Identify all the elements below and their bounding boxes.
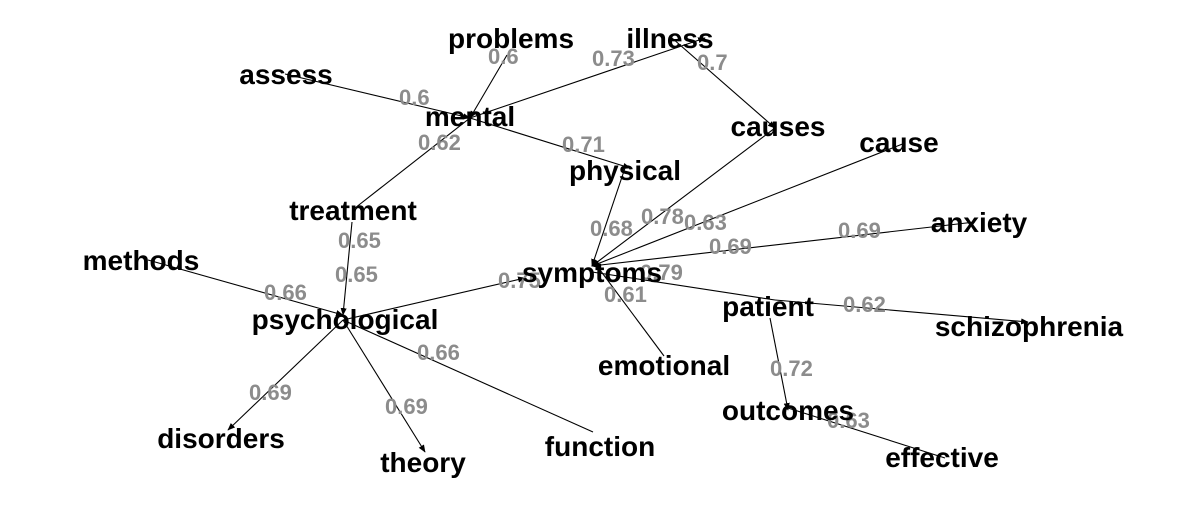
node-assess: assess — [239, 59, 332, 90]
edge-weight-label: 0.69 — [709, 234, 752, 259]
edge-weight-label: 0.65 — [338, 228, 381, 253]
node-emotional: emotional — [598, 350, 730, 381]
edge-weight-label: 0.72 — [770, 356, 813, 381]
edge-weight-label: 0.69 — [385, 394, 428, 419]
node-physical: physical — [569, 155, 681, 186]
node-outcomes: outcomes — [722, 395, 854, 426]
edge-psychological-theory — [342, 319, 426, 453]
node-treatment: treatment — [289, 195, 417, 226]
edge-weight-label: 0.71 — [562, 132, 605, 157]
edge-physical-symptoms — [591, 167, 626, 267]
node-problems: problems — [448, 23, 574, 54]
node-causes: causes — [731, 111, 826, 142]
edge-mental-physical — [469, 117, 631, 169]
edge-weight-label: 0.66 — [264, 280, 307, 305]
node-theory: theory — [380, 447, 466, 478]
edge-psychological-symptoms — [342, 276, 526, 321]
edge-weight-label: 0.62 — [843, 292, 886, 317]
edge-assess-mental — [284, 73, 471, 120]
edge-weight-label: 0.6 — [488, 44, 519, 69]
edge-weight-label: 0.79 — [640, 260, 683, 285]
edge-methods-psychological — [147, 259, 344, 317]
edge-weight-label: 0.73 — [592, 46, 635, 71]
edge-mental-illness — [469, 37, 706, 119]
node-patient: patient — [722, 291, 814, 322]
edge-weight-label: 0.75 — [498, 268, 541, 293]
node-labels: problems illness assess mental causes ca… — [83, 23, 1124, 478]
node-illness: illness — [626, 23, 713, 54]
node-function: function — [545, 431, 655, 462]
edge-mental-treatment — [354, 117, 471, 209]
edge-outcomes-effective — [787, 407, 946, 459]
node-effective: effective — [885, 442, 999, 473]
edge-weight-label: 0.61 — [604, 282, 647, 307]
edge-weight-label: 0.68 — [590, 216, 633, 241]
node-mental: mental — [425, 101, 515, 132]
edge-weight-label: 0.6 — [399, 85, 430, 110]
edge-weight-label: 0.65 — [335, 262, 378, 287]
edge-weight-label: 0.63 — [684, 210, 727, 235]
edge-patient-outcomes — [769, 317, 790, 411]
edge-weight-label: 0.66 — [417, 340, 460, 365]
edge-weight-label: 0.69 — [249, 380, 292, 405]
edge-symptoms-patient — [591, 271, 776, 301]
edge-psychological-disorders — [227, 319, 344, 431]
edge-anxiety-symptoms — [591, 221, 976, 269]
node-disorders: disorders — [157, 423, 285, 454]
edge-weight-label: 0.7 — [697, 50, 728, 75]
node-anxiety: anxiety — [931, 207, 1028, 238]
edge-problems-mental — [469, 54, 508, 119]
node-psychological: psychological — [252, 304, 439, 335]
edge-causes-symptoms — [591, 127, 776, 267]
edge-treatment-psychological — [340, 221, 353, 316]
node-symptoms: symptoms — [522, 257, 662, 288]
edge-cause-symptoms — [591, 142, 906, 267]
edge-psychological-function — [342, 319, 594, 433]
edge-weight-label: 0.63 — [827, 408, 870, 433]
edges — [147, 37, 1029, 459]
node-methods: methods — [83, 245, 200, 276]
edge-patient-schizophrenia — [774, 299, 1029, 325]
edge-illness-causes — [671, 37, 776, 129]
edge-weight-label: 0.78 — [641, 204, 684, 229]
node-schizophrenia: schizophrenia — [935, 311, 1124, 342]
edge-labels: 0.6 0.73 0.7 0.6 0.71 0.62 0.68 0.78 0.6… — [249, 44, 886, 433]
node-cause: cause — [859, 127, 938, 158]
edge-symptoms-emotional — [599, 269, 665, 357]
edge-weight-label: 0.62 — [418, 130, 461, 155]
edge-weight-label: 0.69 — [838, 218, 881, 243]
